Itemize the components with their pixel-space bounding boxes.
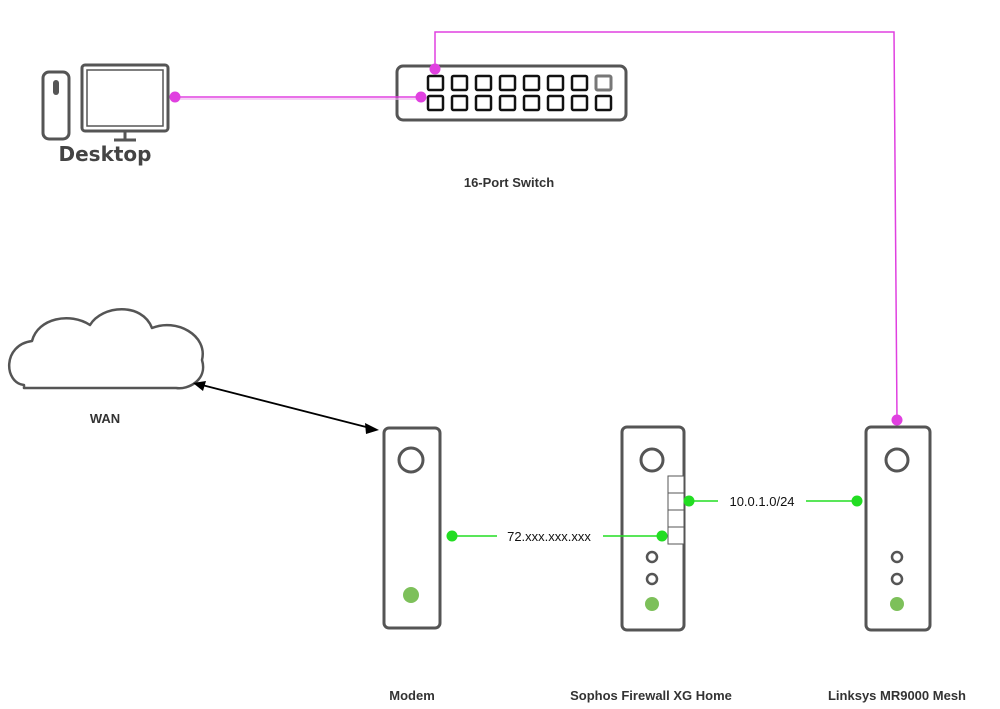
endpoint-switch-uplink <box>429 63 441 75</box>
switch-port <box>594 94 613 112</box>
switch-port <box>546 74 565 92</box>
lan-endpoint-mesh <box>851 495 863 507</box>
firewall-mesh-link <box>683 495 863 507</box>
switch-label: 16-Port Switch <box>464 175 554 190</box>
wan-modem-line <box>201 384 371 429</box>
firewall-label: Sophos Firewall XG Home <box>570 688 732 703</box>
switch-port <box>474 94 493 112</box>
firewall-port-4 <box>667 526 685 545</box>
switch-port <box>570 94 589 112</box>
endpoint-desktop <box>169 91 181 103</box>
wan-cloud-icon <box>8 308 205 390</box>
modem-power-button <box>397 446 425 474</box>
mesh-led-1 <box>890 550 904 564</box>
switch-port <box>498 94 517 112</box>
desktop-label: Desktop <box>59 142 152 166</box>
modem-status-led <box>403 587 419 603</box>
wan-label: WAN <box>90 411 120 426</box>
lan-subnet-label: 10.0.1.0/24 <box>729 494 794 509</box>
firewall-power-button <box>639 447 665 473</box>
switch-mesh-wire <box>434 31 898 421</box>
switch-port <box>570 74 589 92</box>
endpoint-switch-port <box>415 91 427 103</box>
firewall-status-led <box>645 597 659 611</box>
mesh-label: Linksys MR9000 Mesh <box>828 688 966 703</box>
mesh-led-2 <box>890 572 904 586</box>
arrowhead-wan <box>193 381 206 391</box>
switch-port <box>594 74 613 92</box>
mesh-body <box>864 425 932 632</box>
switch-port <box>426 74 445 92</box>
modem-firewall-link <box>446 530 668 542</box>
desktop-tower-slot <box>53 80 59 95</box>
switch-chassis <box>395 64 628 122</box>
wan-ip-label: 72.xxx.xxx.xxx <box>507 529 591 544</box>
desktop-monitor-screen <box>86 69 164 127</box>
desktop-icon <box>41 63 170 142</box>
desktop-tower <box>41 70 71 141</box>
switch-port <box>546 94 565 112</box>
desktop-monitor <box>80 63 170 133</box>
switch-port <box>450 94 469 112</box>
mesh-status-led <box>890 597 904 611</box>
modem-label: Modem <box>389 688 435 703</box>
switch-mesh-link <box>429 31 903 426</box>
switch-icon <box>395 64 628 122</box>
desktop-switch-link <box>169 91 427 103</box>
switch-port <box>522 94 541 112</box>
endpoint-mesh <box>891 414 903 426</box>
modem-body <box>382 426 442 630</box>
switch-port <box>522 74 541 92</box>
firewall-led-2 <box>645 572 659 586</box>
firewall-led-1 <box>645 550 659 564</box>
switch-port <box>426 94 445 112</box>
firewall-port-1 <box>667 475 685 494</box>
switch-port <box>498 74 517 92</box>
switch-port <box>474 74 493 92</box>
arrowhead-modem <box>365 423 379 434</box>
switch-port <box>450 74 469 92</box>
link-endpoint-firewall <box>656 530 668 542</box>
mesh-power-button <box>884 447 910 473</box>
switch-ports <box>426 74 613 112</box>
wan-modem-arrow <box>193 381 379 434</box>
firewall-icon <box>620 425 686 632</box>
firewall-port-3 <box>667 509 685 528</box>
link-endpoint-modem <box>446 530 458 542</box>
modem-icon <box>382 426 442 630</box>
firewall-port-2 <box>667 492 685 511</box>
mesh-router-icon <box>864 425 932 632</box>
lan-endpoint-firewall <box>683 495 695 507</box>
